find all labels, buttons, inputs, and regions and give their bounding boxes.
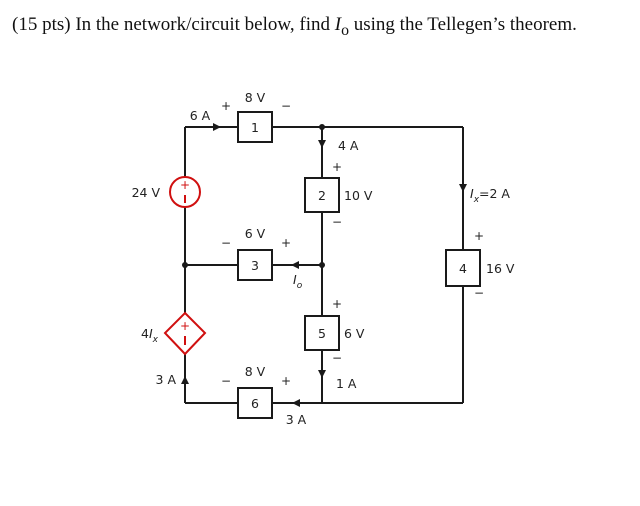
node-center [319,262,325,268]
element-4-number: 4 [459,261,467,276]
voltage-source-24v: + [169,176,201,208]
dep-coef: 4 [141,326,149,341]
wires [184,126,464,404]
dependent-source-label: 4Ix [141,326,159,345]
element-5-voltage: 6 V [344,326,365,341]
element-4-current-val: =2 A [479,186,510,201]
element-1-box: 1 [237,111,273,143]
element-6-voltage: 8 V [245,364,266,379]
arrow-3a-bottom [292,399,300,407]
vsrc-plus-sign: + [180,178,190,192]
node-left-middle [182,262,188,268]
element-2-minus: − [332,215,342,229]
element-6-box: 6 [237,387,273,419]
element-5-box: 5 [304,315,340,351]
nodes [182,124,325,268]
element-3-number: 3 [251,258,259,273]
question-text: (15 pts) In the network/circuit below, f… [12,14,577,40]
element-4-current-label: Ix=2 A [470,186,510,205]
element-1-minus: − [281,99,291,113]
arrow-io [291,261,299,269]
element-4-voltage: 16 V [486,261,515,276]
element-5-number: 5 [318,326,326,341]
dep-side-current: 3 A [156,372,177,387]
current-arrows [181,123,467,407]
element-1-plus: + [221,99,231,113]
element-6-minus: − [221,374,231,388]
element-1-current: 6 A [190,108,211,123]
dep-sub: x [152,335,159,345]
element-2-plus: + [332,160,342,174]
arrow-6a [213,123,221,131]
element-2-current: 4 A [338,138,359,153]
element-1-number: 1 [251,120,259,135]
arrow-4a [318,140,326,148]
dep-plus-sign: + [180,319,190,333]
element-4-current-sub: x [473,195,480,205]
element-1-voltage: 8 V [245,90,266,105]
question-var-sub: o [341,21,349,39]
element-2-number: 2 [318,188,326,203]
element-4-box: 4 [445,249,481,287]
element-3-current-var: I [293,272,297,287]
element-4-current-var: I [470,186,474,201]
element-6-current: 3 A [286,412,307,427]
element-6-number: 6 [251,396,259,411]
question-suffix: using the Tellegen’s theorem. [349,14,577,35]
element-3-current-sub: o [297,281,303,291]
element-4-minus: − [474,286,484,300]
arrow-3a-left [181,376,189,384]
arrow-1a [318,370,326,378]
arrow-ix [459,184,467,192]
node-top-middle [319,124,325,130]
element-3-current-label: Io [293,272,303,291]
element-2-voltage: 10 V [344,188,373,203]
element-5-plus: + [332,297,342,311]
element-3-box: 3 [237,249,273,281]
element-3-minus: − [221,236,231,250]
dependent-source: + [163,311,207,356]
dep-var: I [149,326,153,341]
element-5-current: 1 A [336,376,357,391]
question-prefix: (15 pts) In the network/circuit below, f… [12,14,335,35]
element-3-plus: + [281,236,291,250]
element-2-box: 2 [304,177,340,213]
element-6-plus: + [281,374,291,388]
voltage-source-label: 24 V [132,185,161,200]
question-var: I [334,14,342,35]
element-3-voltage: 6 V [245,226,266,241]
element-4-plus: + [474,229,484,243]
element-5-minus: − [332,351,342,365]
